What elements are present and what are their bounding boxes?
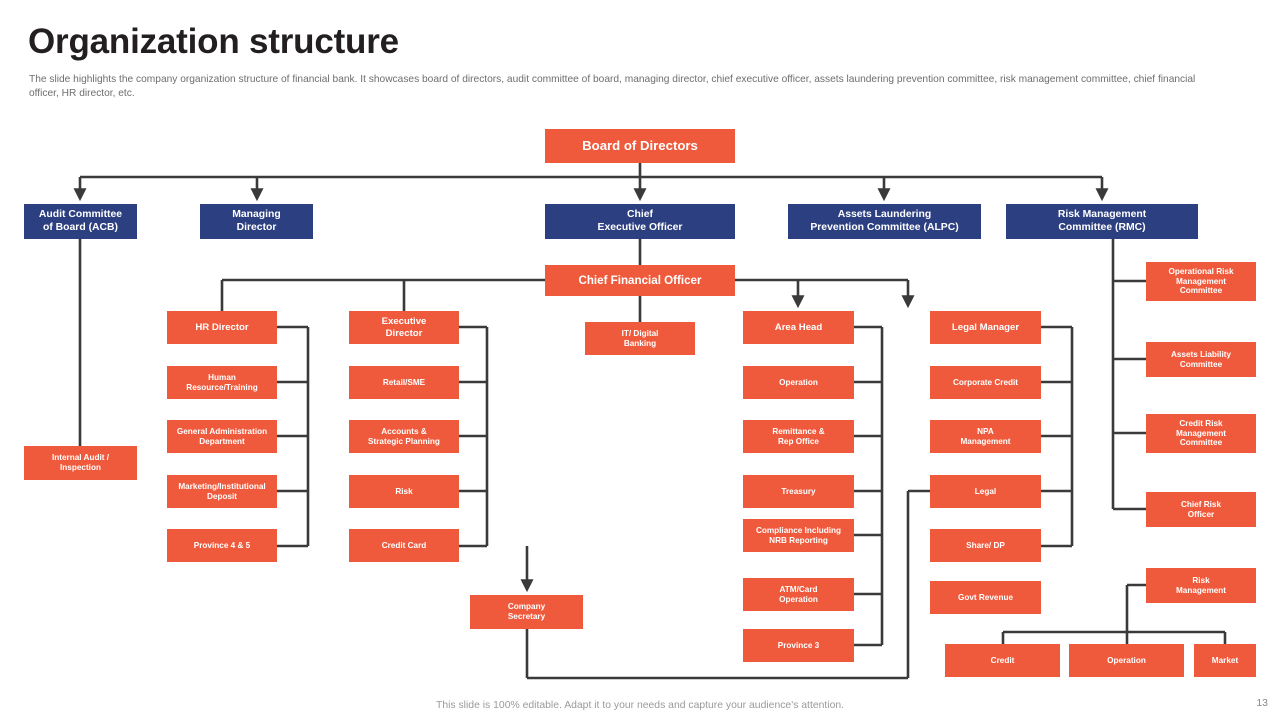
page-number: 13 — [1256, 697, 1268, 709]
org-node-board[interactable]: Board of Directors — [545, 129, 735, 163]
org-node-credit2[interactable]: Credit — [945, 644, 1060, 677]
org-node-treasury[interactable]: Treasury — [743, 475, 854, 508]
org-node-ccard[interactable]: Credit Card — [349, 529, 459, 562]
org-node-hr[interactable]: HR Director — [167, 311, 277, 344]
org-node-operation1[interactable]: Operation — [743, 366, 854, 399]
org-node-compsec[interactable]: Company Secretary — [470, 595, 583, 629]
org-node-p45[interactable]: Province 4 & 5 — [167, 529, 277, 562]
org-node-operation2[interactable]: Operation — [1069, 644, 1184, 677]
org-node-hrt[interactable]: Human Resource/Training — [167, 366, 277, 399]
org-node-mid[interactable]: Marketing/Institutional Deposit — [167, 475, 277, 508]
page-subtitle: The slide highlights the company organiz… — [29, 74, 1196, 100]
org-node-alpc[interactable]: Assets Laundering Prevention Committee (… — [788, 204, 981, 239]
org-node-compliance[interactable]: Compliance Including NRB Reporting — [743, 519, 854, 552]
footer-note: This slide is 100% editable. Adapt it to… — [435, 700, 845, 711]
org-node-md[interactable]: Managing Director — [200, 204, 313, 239]
org-node-acb[interactable]: Audit Committee of Board (ACB) — [24, 204, 137, 239]
org-node-riskmgmt[interactable]: Risk Management — [1146, 568, 1256, 603]
org-node-risk1[interactable]: Risk — [349, 475, 459, 508]
org-node-corpcredit[interactable]: Corporate Credit — [930, 366, 1041, 399]
org-node-atm[interactable]: ATM/Card Operation — [743, 578, 854, 611]
org-node-ceo[interactable]: Chief Executive Officer — [545, 204, 735, 239]
org-node-cfo[interactable]: Chief Financial Officer — [545, 265, 735, 296]
org-node-market[interactable]: Market — [1194, 644, 1256, 677]
org-node-npa[interactable]: NPA Management — [930, 420, 1041, 453]
org-node-cro[interactable]: Chief Risk Officer — [1146, 492, 1256, 527]
org-node-sharedp[interactable]: Share/ DP — [930, 529, 1041, 562]
org-node-crmc[interactable]: Credit Risk Management Committee — [1146, 414, 1256, 453]
org-node-rmc[interactable]: Risk Management Committee (RMC) — [1006, 204, 1198, 239]
org-node-alc[interactable]: Assets Liability Committee — [1146, 342, 1256, 377]
org-node-ormc[interactable]: Operational Risk Management Committee — [1146, 262, 1256, 301]
org-node-retail[interactable]: Retail/SME — [349, 366, 459, 399]
page-title: Organization structure — [28, 22, 399, 61]
org-node-remittance[interactable]: Remittance & Rep Office — [743, 420, 854, 453]
org-node-ed[interactable]: Executive Director — [349, 311, 459, 344]
org-node-govtrev[interactable]: Govt Revenue — [930, 581, 1041, 614]
org-node-it[interactable]: IT/ Digital Banking — [585, 322, 695, 355]
org-node-internal[interactable]: Internal Audit / Inspection — [24, 446, 137, 480]
org-node-gad[interactable]: General Administration Department — [167, 420, 277, 453]
org-node-legal[interactable]: Legal — [930, 475, 1041, 508]
org-node-legalmgr[interactable]: Legal Manager — [930, 311, 1041, 344]
org-node-accounts[interactable]: Accounts & Strategic Planning — [349, 420, 459, 453]
org-node-province3[interactable]: Province 3 — [743, 629, 854, 662]
org-node-areahead[interactable]: Area Head — [743, 311, 854, 344]
